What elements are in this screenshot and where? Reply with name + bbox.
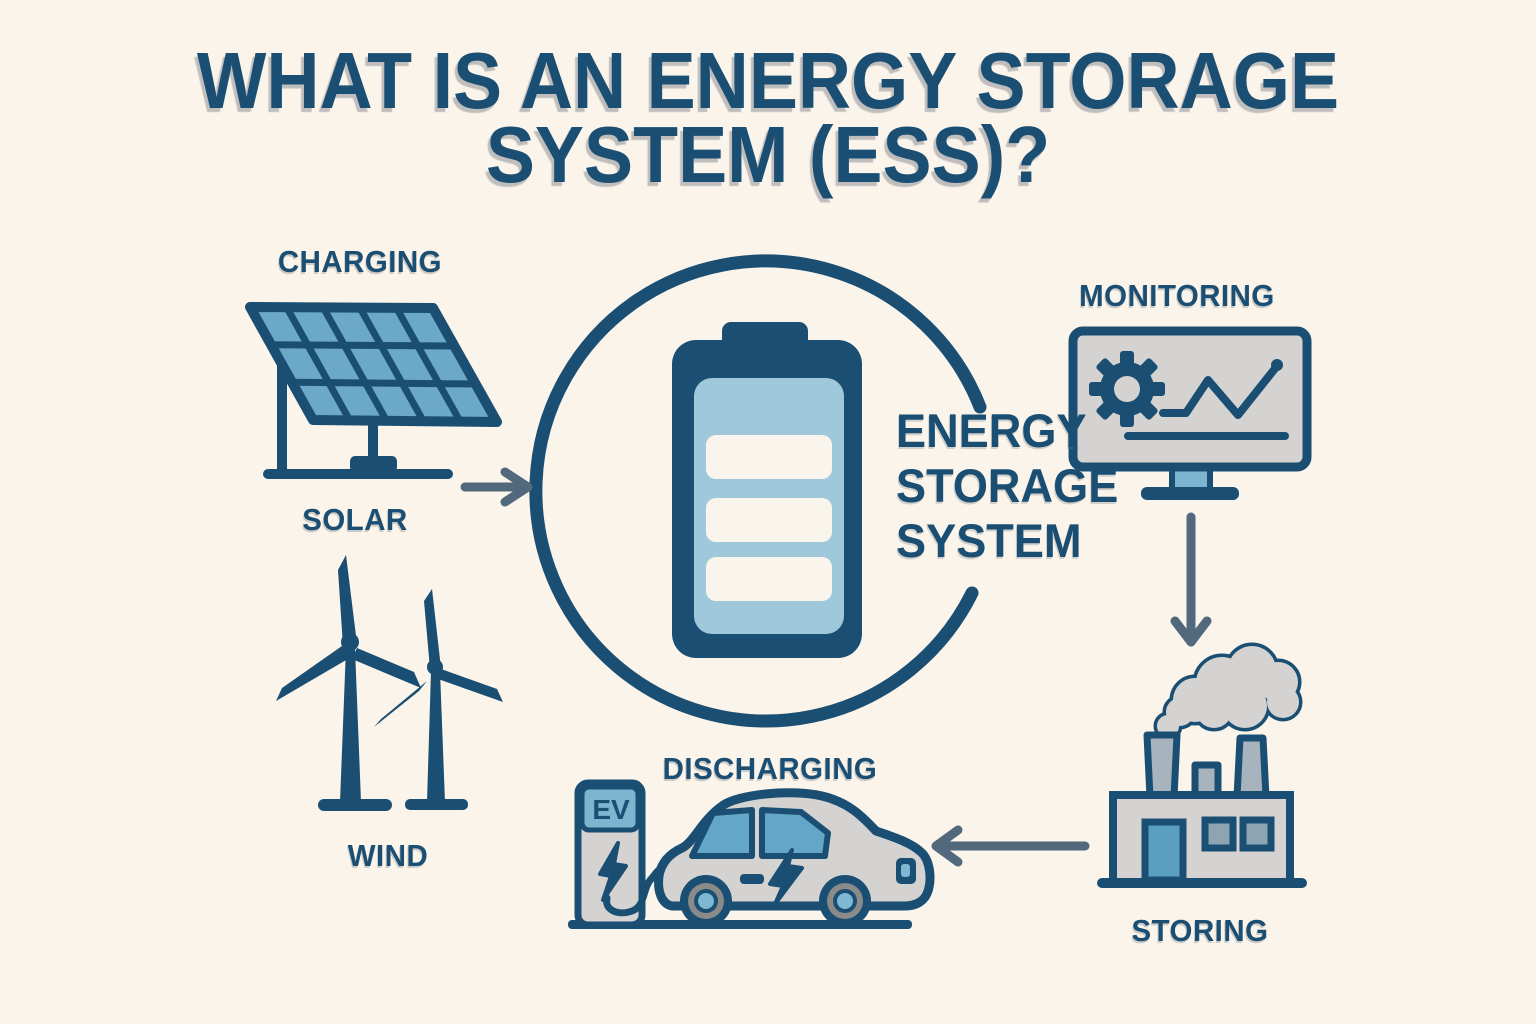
ess-center-label: ENERGY STORAGE SYSTEM [896, 404, 1119, 567]
ev-station-label: EV [592, 794, 630, 825]
label-charging: CHARGING [277, 244, 443, 279]
factory-window [1201, 816, 1237, 852]
car-wheel [819, 875, 871, 927]
car-window [689, 807, 755, 859]
car-window [759, 807, 831, 859]
page-title: WHAT IS AN ENERGY STORAGE SYSTEM (ESS)? [196, 36, 1340, 199]
arrow-down-icon [1170, 512, 1212, 647]
car-wheel [680, 875, 732, 927]
ess-circle [529, 254, 987, 728]
label-solar: SOLAR [302, 502, 408, 537]
label-discharging: DISCHARGING [662, 751, 878, 786]
label-monitoring: MONITORING [1079, 278, 1275, 313]
wind-turbines-icon [276, 555, 503, 811]
arrow-left-icon [931, 825, 1090, 867]
gear-icon [1089, 351, 1165, 427]
battery-icon [672, 322, 862, 658]
monitor-base [1141, 487, 1239, 500]
label-wind: WIND [347, 838, 429, 873]
factory-window [1239, 816, 1275, 852]
monitor-icon [1068, 326, 1312, 500]
car-icon [654, 788, 935, 927]
label-storing: STORING [1131, 913, 1269, 948]
bolt-icon [598, 841, 628, 902]
factory-icon [1097, 642, 1307, 888]
bolt-icon [768, 848, 804, 906]
ev-charger-icon: EV [568, 779, 912, 929]
chart-line-icon [1124, 359, 1289, 440]
arrow-right-icon [460, 467, 533, 507]
smoke-cloud-icon [1153, 642, 1303, 741]
solar-panel-icon [245, 302, 502, 479]
ground-line [568, 920, 912, 929]
factory-door [1141, 818, 1187, 884]
